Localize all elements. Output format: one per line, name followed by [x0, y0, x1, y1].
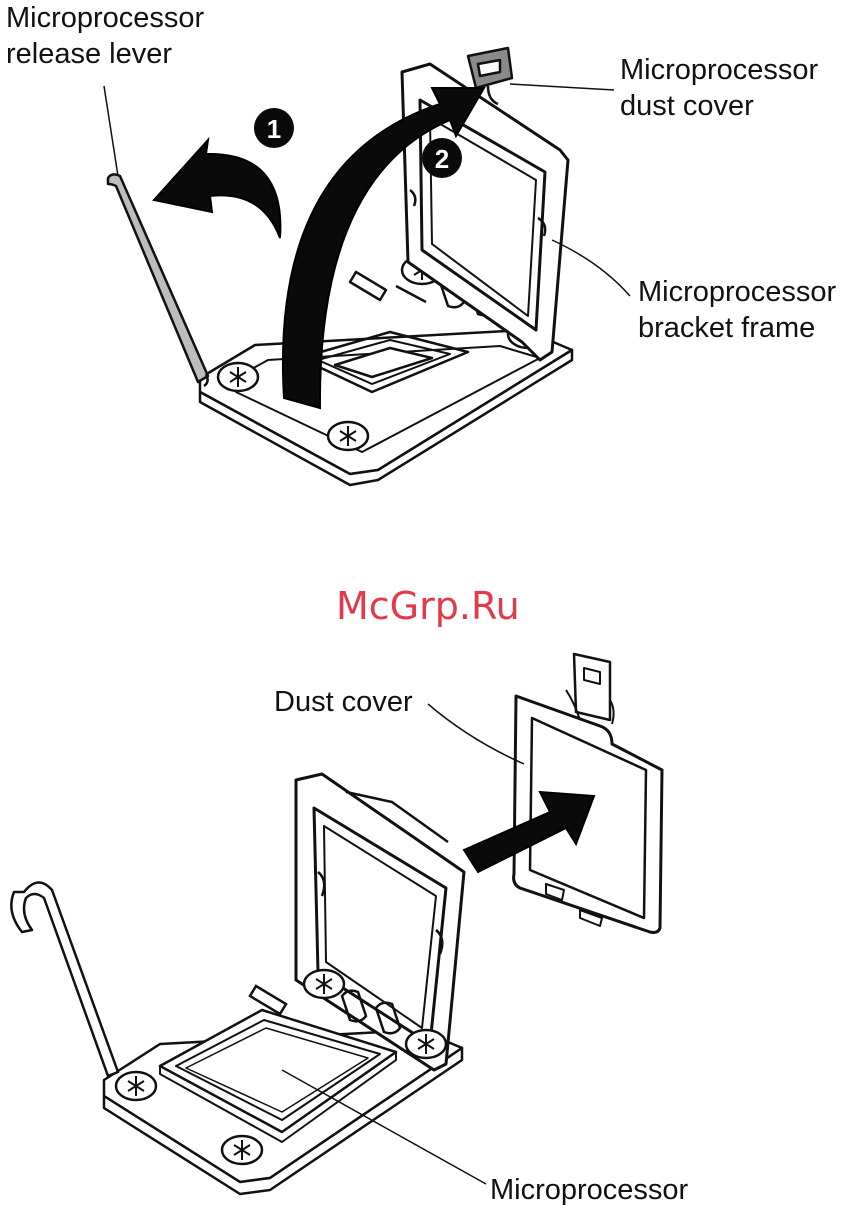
release-lever-label-line-2: release lever: [6, 36, 204, 72]
loose-dust-cover: [514, 654, 662, 933]
bracket-frame-label: Microprocessor bracket frame: [638, 274, 836, 346]
screw-bottom-front-left: [116, 1072, 156, 1100]
leader-bracket-frame: [552, 240, 630, 296]
release-lever-label-line-1: Microprocessor: [6, 0, 204, 36]
step-1-number: 1: [267, 114, 281, 144]
screw-bottom-back-right: [406, 1030, 446, 1058]
release-lever-label: Microprocessor release lever: [6, 0, 204, 72]
dust-cover-label: Microprocessor dust cover: [620, 52, 818, 124]
step-1-arrow: [154, 140, 280, 238]
dust-cover-bottom-label: Dust cover: [274, 684, 413, 720]
leader-dust-cover-bottom: [428, 704, 524, 764]
screw-bottom-back-left: [304, 970, 344, 998]
leader-release-lever: [104, 86, 118, 176]
bracket-frame-label-line-1: Microprocessor: [638, 274, 836, 310]
screw-bottom-front-center: [222, 1136, 262, 1164]
leader-dust-cover: [510, 84, 614, 90]
microprocessor-label: Microprocessor: [490, 1172, 688, 1208]
dust-cover-label-line-1: Microprocessor: [620, 52, 818, 88]
step-2-marker: 2: [422, 138, 462, 178]
dust-cover-label-line-2: dust cover: [620, 88, 818, 124]
bracket-frame-bottom: [296, 774, 464, 1070]
step-1-marker: 1: [254, 108, 294, 148]
screw-front-left: [218, 363, 258, 391]
step-2-number: 2: [435, 144, 449, 174]
release-lever-bottom: [11, 882, 118, 1076]
bracket-frame-label-line-2: bracket frame: [638, 310, 836, 346]
bottom-socket-assembly: [11, 654, 662, 1194]
screw-front-center: [328, 422, 368, 450]
watermark: McGrp.Ru: [336, 584, 520, 628]
top-socket-assembly: 1 2: [104, 48, 630, 485]
